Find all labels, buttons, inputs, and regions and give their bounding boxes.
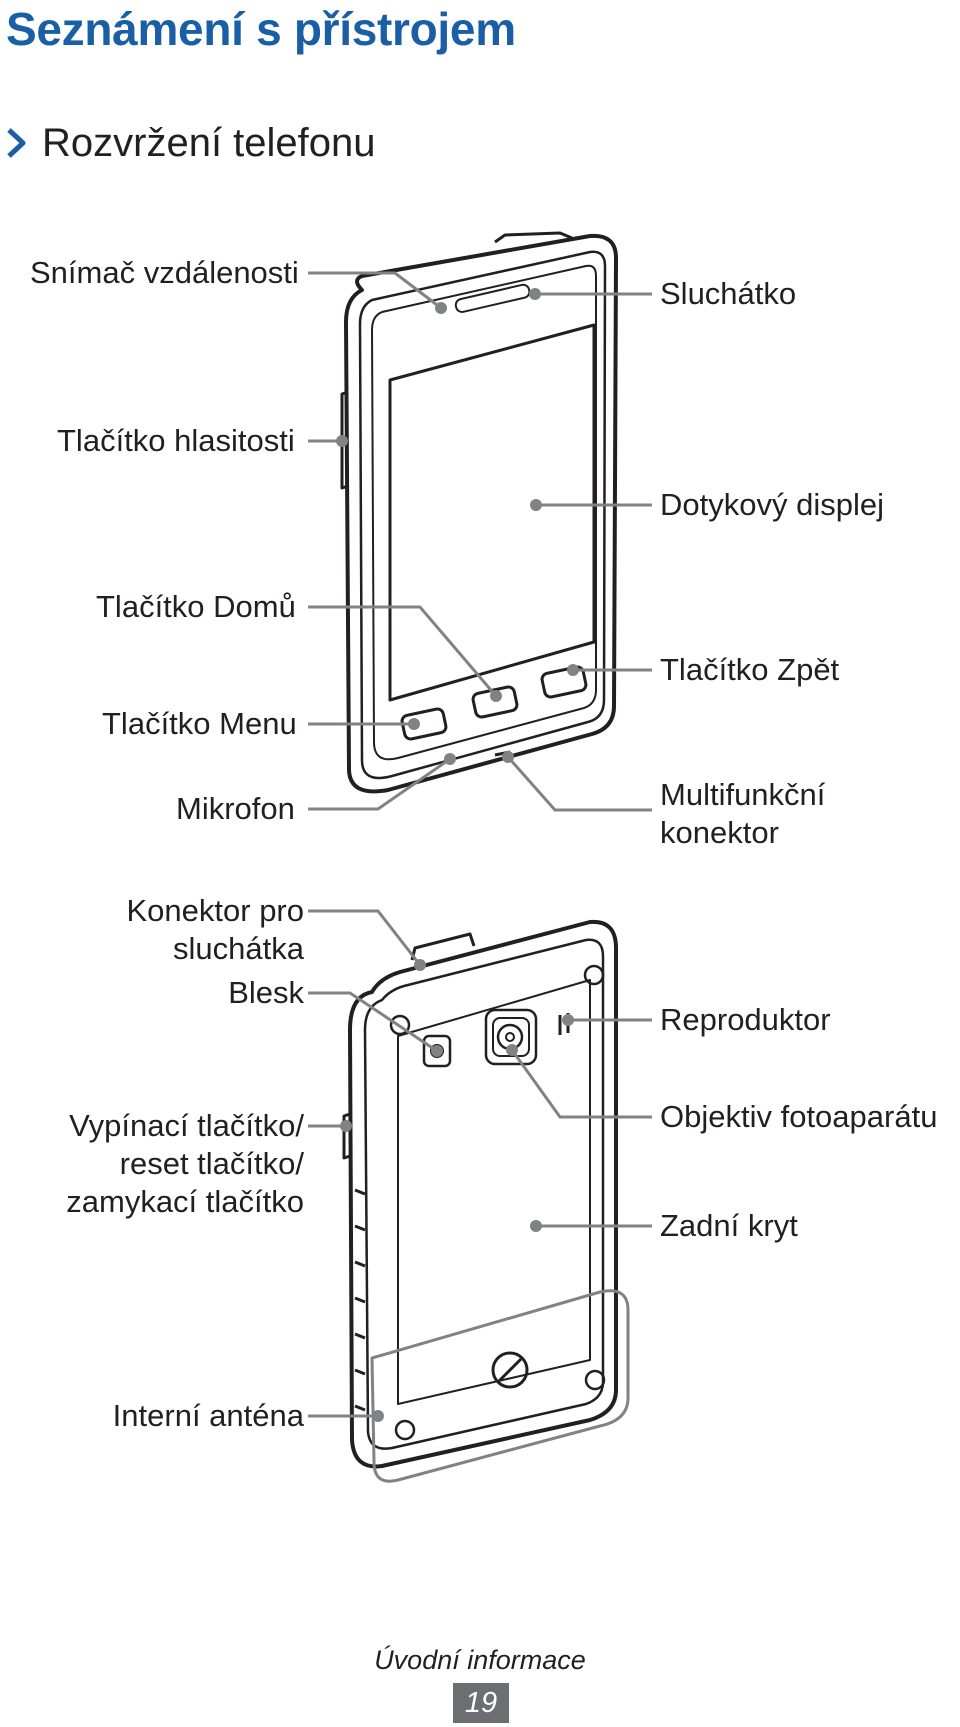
label-camera-lens: Objektiv fotoaparátu [660, 1099, 938, 1134]
phone-back-view [342, 919, 630, 1483]
label-menu-key: Tlačítko Menu [102, 706, 297, 741]
section-heading: Rozvržení telefonu [6, 118, 376, 168]
label-back-cover: Zadní kryt [660, 1208, 798, 1243]
chevron-right-icon [7, 128, 26, 158]
label-power-key-line3: zamykací tlačítko [66, 1184, 304, 1219]
label-multifunction-jack-line2: konektor [660, 815, 779, 850]
label-earpiece: Sluchátko [660, 276, 797, 311]
page-number-badge: 19 [453, 1683, 509, 1723]
label-power-key-line2: reset tlačítko/ [119, 1146, 304, 1181]
label-touch-display: Dotykový displej [660, 487, 884, 522]
label-volume-key: Tlačítko hlasitosti [57, 423, 295, 458]
phone-front-view [340, 231, 618, 794]
label-proximity-sensor: Snímač vzdálenosti [30, 255, 299, 290]
label-home-key: Tlačítko Domů [96, 589, 296, 624]
footer-chapter: Úvodní informace [374, 1645, 586, 1675]
label-flash: Blesk [228, 975, 304, 1010]
label-power-key: Vypínací tlačítko/ reset tlačítko/ zamyk… [66, 1107, 304, 1221]
callout-dots [336, 288, 579, 1422]
label-power-key-line1: Vypínací tlačítko/ [69, 1108, 304, 1143]
label-microphone: Mikrofon [176, 791, 295, 826]
label-headset-jack-line1: Konektor pro [126, 893, 305, 928]
label-multifunction-jack-line1: Multifunkční [660, 777, 826, 812]
label-internal-antenna: Interní anténa [112, 1398, 304, 1433]
label-back-key: Tlačítko Zpět [660, 652, 840, 687]
label-headset-jack: Konektor pro sluchátka [127, 892, 305, 968]
label-multifunction-jack: Multifunkční konektor [660, 776, 825, 852]
label-headset-jack-line2: sluchátka [173, 931, 304, 966]
page-title: Seznámení s přístrojem [6, 3, 516, 55]
label-speaker: Reproduktor [660, 1002, 831, 1037]
callout-lines [308, 271, 652, 1418]
section-title: Rozvržení telefonu [42, 120, 376, 165]
